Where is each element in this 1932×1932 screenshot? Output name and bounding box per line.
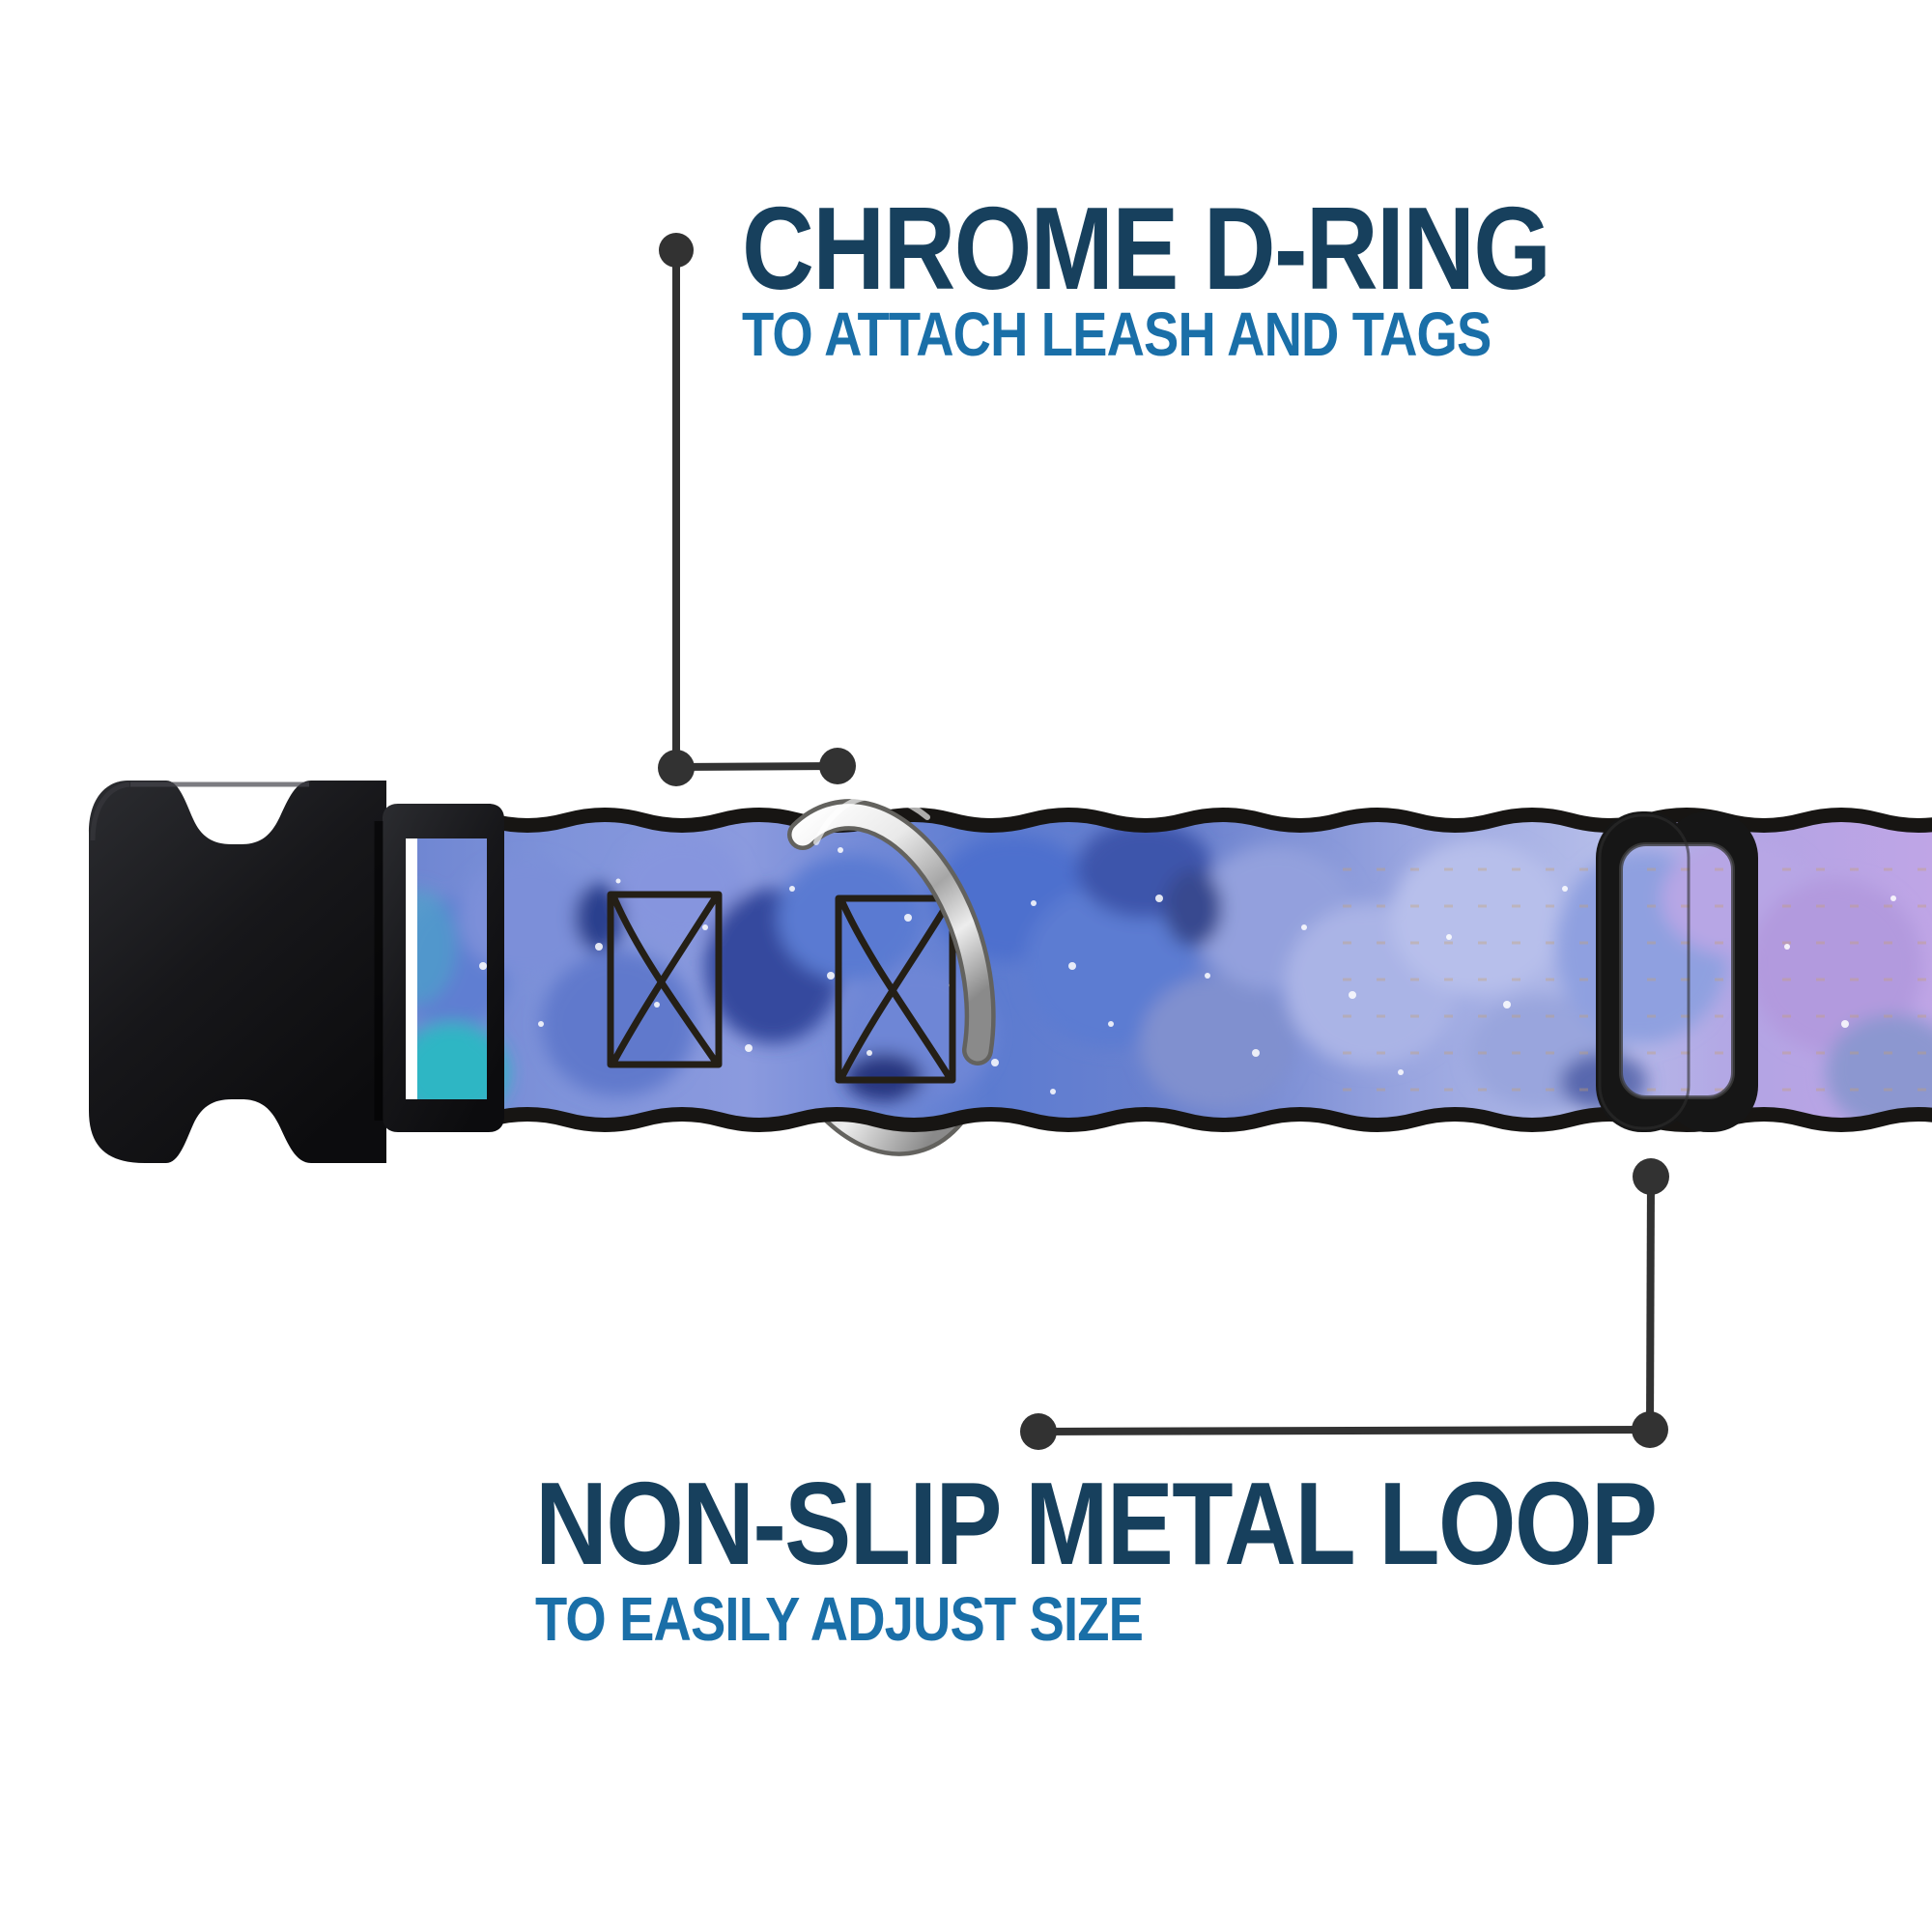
leader-dot bbox=[658, 750, 695, 786]
metal-loop-subtitle: TO EASILY ADJUST SIZE bbox=[535, 1588, 1250, 1650]
d-ring-subtitle: TO ATTACH LEASH AND TAGS bbox=[742, 303, 1623, 365]
leader-dot bbox=[1633, 1158, 1669, 1195]
d-ring-title: CHROME D-RING bbox=[742, 189, 1692, 307]
d-ring-subtitle-text: TO ATTACH LEASH AND TAGS bbox=[742, 299, 1492, 369]
metal-loop-subtitle-text: TO EASILY ADJUST SIZE bbox=[535, 1584, 1144, 1654]
leader-dot bbox=[1632, 1411, 1668, 1448]
d-ring bbox=[787, 793, 996, 1065]
stitch-box bbox=[835, 895, 956, 1084]
slider-loop bbox=[1575, 792, 1777, 1151]
buckle-slot-gap bbox=[404, 838, 417, 1099]
metal-loop-title: NON-SLIP METAL LOOP bbox=[535, 1464, 1854, 1582]
d-ring-title-text: CHROME D-RING bbox=[742, 183, 1551, 314]
leader-dot bbox=[1020, 1413, 1057, 1450]
stitch-box bbox=[607, 891, 723, 1068]
buckle bbox=[89, 781, 504, 1163]
webbing-speckles bbox=[479, 847, 1896, 1094]
leader-dot bbox=[819, 748, 856, 784]
leader-dot bbox=[659, 233, 694, 268]
metal-loop-title-text: NON-SLIP METAL LOOP bbox=[535, 1458, 1658, 1589]
leader-d-ring bbox=[658, 233, 856, 786]
leader-metal-loop bbox=[1020, 1158, 1669, 1450]
